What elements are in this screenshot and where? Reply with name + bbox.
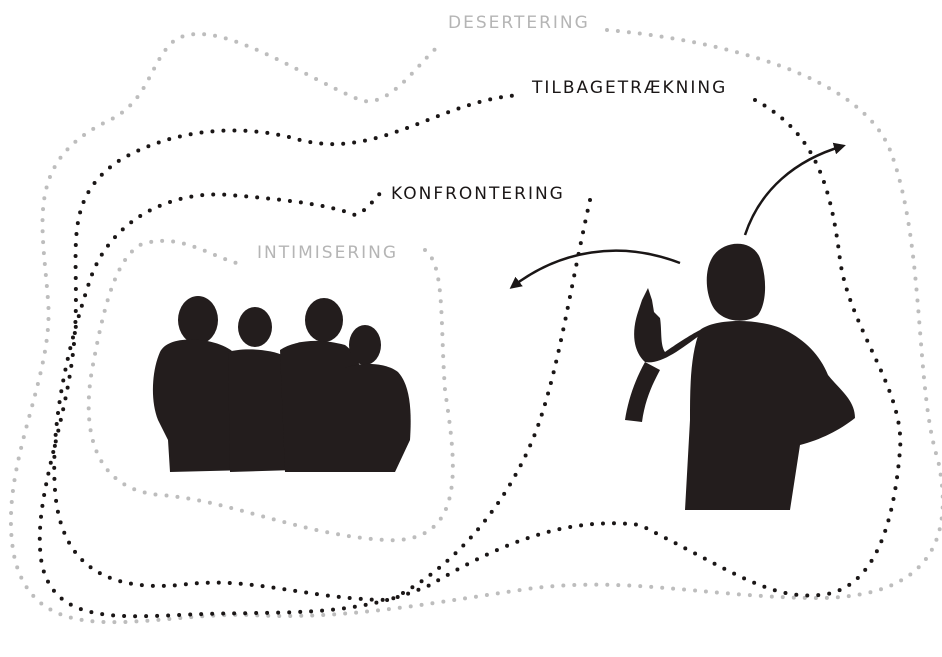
desertering-contour: [9, 28, 942, 625]
tilbagetraekning-contour: [37, 93, 903, 619]
tilbagetraekning-label: TILBAGETRÆKNING: [531, 78, 727, 98]
konfrontering-label: KONFRONTERING: [391, 184, 565, 204]
arrow-left-icon: [509, 249, 681, 289]
group-silhouette-icon: [152, 296, 411, 472]
intimisering-contour: [86, 238, 455, 543]
pointing-person-silhouette-icon: [625, 243, 855, 510]
konfrontering-contour: [52, 188, 592, 603]
intimisering-label: INTIMISERING: [257, 243, 398, 263]
desertering-label: DESERTERING: [448, 13, 590, 33]
arrow-up-right-icon: [743, 142, 846, 236]
